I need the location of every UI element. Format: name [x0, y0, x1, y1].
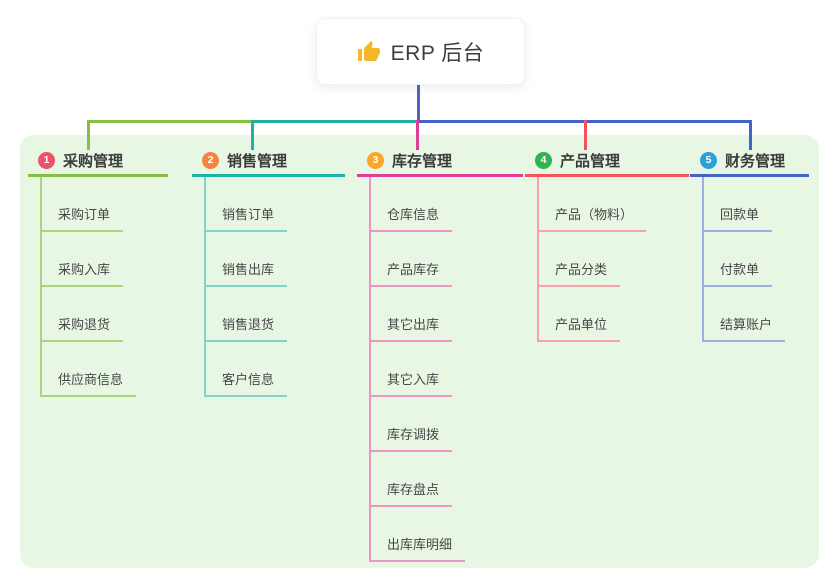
connector-root-drop — [417, 85, 420, 121]
branch-3-child-4[interactable]: 其它入库 — [369, 371, 453, 397]
branch-3-child-1[interactable]: 仓库信息 — [369, 206, 453, 232]
branch-2-label: 销售管理 — [227, 152, 288, 170]
branch-4-child-3[interactable]: 产品单位 — [537, 316, 621, 342]
branch-2-child-1[interactable]: 销售订单 — [204, 206, 288, 232]
branch-3-title[interactable]: 3 库存管理 — [357, 146, 523, 177]
branch-1-child-3[interactable]: 采购退货 — [40, 316, 124, 342]
branch-5-child-1[interactable]: 回款单 — [702, 206, 773, 232]
branch-4-title[interactable]: 4 产品管理 — [525, 146, 689, 177]
connector-drop-5 — [749, 120, 752, 150]
branch-4-child-2[interactable]: 产品分类 — [537, 261, 621, 287]
connector-drop-3 — [416, 120, 419, 150]
branch-5-child-2[interactable]: 付款单 — [702, 261, 773, 287]
connector-drop-4 — [584, 120, 587, 150]
root-node[interactable]: ERP 后台 — [316, 18, 525, 85]
branch-5-child-3[interactable]: 结算账户 — [702, 316, 786, 342]
root-title: ERP 后台 — [390, 41, 485, 65]
branch-2-child-3[interactable]: 销售退货 — [204, 316, 288, 342]
branch-2-title[interactable]: 2 销售管理 — [192, 146, 345, 177]
branch-4-number-badge: 4 — [535, 151, 552, 169]
branch-1-child-4[interactable]: 供应商信息 — [40, 371, 137, 397]
connector-bus-segment-2 — [252, 120, 419, 123]
branch-3-child-2[interactable]: 产品库存 — [369, 261, 453, 287]
connector-drop-1 — [87, 120, 90, 150]
branch-4-stem — [537, 177, 539, 340]
branch-2-number-badge: 2 — [202, 151, 219, 169]
branch-1-child-1[interactable]: 采购订单 — [40, 206, 124, 232]
branch-2-child-2[interactable]: 销售出库 — [204, 261, 288, 287]
branch-4-child-1[interactable]: 产品（物料） — [537, 206, 647, 232]
connector-bus-segment-1 — [87, 120, 253, 123]
branches-panel — [20, 135, 819, 568]
branch-3-child-6[interactable]: 库存盘点 — [369, 481, 453, 507]
branch-3-number-badge: 3 — [367, 151, 384, 169]
branch-3-child-7[interactable]: 出库库明细 — [369, 536, 466, 562]
branch-5-number-badge: 5 — [700, 151, 717, 169]
branch-1-title[interactable]: 1 采购管理 — [28, 146, 168, 177]
branch-5-stem — [702, 177, 704, 340]
branch-3-stem — [369, 177, 371, 560]
branch-4-label: 产品管理 — [560, 152, 621, 170]
branch-2-child-4[interactable]: 客户信息 — [204, 371, 288, 397]
branch-3-child-5[interactable]: 库存调拨 — [369, 426, 453, 452]
branch-3-label: 库存管理 — [392, 152, 453, 170]
thumbs-up-icon — [357, 40, 381, 64]
branch-5-title[interactable]: 5 财务管理 — [690, 146, 809, 177]
branch-1-label: 采购管理 — [63, 152, 124, 170]
branch-3-child-3[interactable]: 其它出库 — [369, 316, 453, 342]
branch-1-child-2[interactable]: 采购入库 — [40, 261, 124, 287]
branch-1-number-badge: 1 — [38, 151, 55, 169]
branch-5-label: 财务管理 — [725, 152, 786, 170]
connector-drop-2 — [251, 120, 254, 150]
